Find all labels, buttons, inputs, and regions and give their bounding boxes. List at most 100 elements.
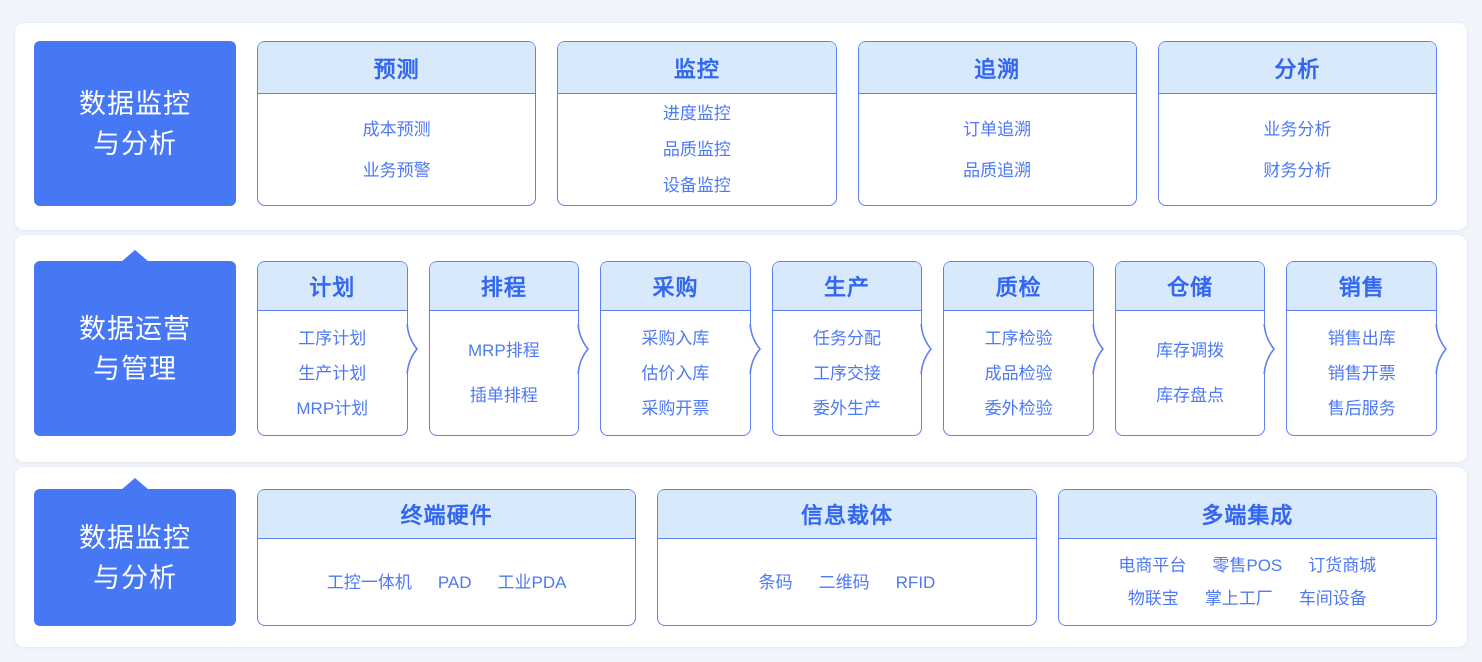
card-title: 终端硬件 <box>258 490 636 539</box>
card-body: 电商平台 零售POS 订货商城物联宝 掌上工厂 车间设备 <box>1059 539 1436 625</box>
card-item-line: 电商平台 零售POS 订货商城 <box>1118 556 1376 575</box>
card-item: MRP计划 <box>296 398 369 418</box>
card-body: 条码 二维码 RFID <box>658 539 1035 625</box>
card-item: 插单排程 <box>469 386 538 405</box>
card-title: 监控 <box>558 42 836 94</box>
card-item: 条码 <box>758 572 793 592</box>
card-item: 库存调拨 <box>1156 341 1225 360</box>
card-item: 零售POS <box>1212 556 1283 575</box>
row-label-text: 与管理 <box>93 353 177 384</box>
card-item: 委外检验 <box>984 398 1053 418</box>
card-title: 仓储 <box>1115 262 1265 311</box>
row-label-2: 数据运营与管理 <box>34 261 236 436</box>
card-item: 销售出库 <box>1327 328 1396 348</box>
row-label-text: 与分析 <box>93 562 177 593</box>
card-body: 订单追溯品质追溯 <box>859 94 1136 205</box>
card-body: 工序计划生产计划 MRP计划 <box>258 311 407 435</box>
card-item: 电商平台 <box>1118 556 1187 575</box>
card-body: MRP排程插单排程 <box>430 311 579 435</box>
card-item: 库存盘点 <box>1156 386 1225 405</box>
card-item: 生产计划 <box>298 363 367 383</box>
cards-row-3: 终端硬件工控一体机 PAD 工业PDA 信息裁体条码 二维码 RFID 多端集成电商平台 零售… <box>257 489 1437 647</box>
row-label-text: 与分析 <box>93 128 177 159</box>
card-body: 业务分析财务分析 <box>1159 94 1436 205</box>
card-item: 采购开票 <box>641 398 710 418</box>
card-title: 信息裁体 <box>658 490 1036 539</box>
card-item: PAD <box>437 572 472 592</box>
card-item: 采购入库 <box>641 328 710 348</box>
card-item: 掌上工厂 <box>1204 589 1273 608</box>
card-body: 进度监控品质监控设备监控 <box>558 94 835 205</box>
card-item: 财务分析 <box>1263 160 1332 180</box>
card-r3-c1: 终端硬件工控一体机 PAD 工业PDA <box>257 489 637 626</box>
card-title: 排程 <box>429 262 579 311</box>
row-label-1: 数据监控与分析 <box>34 41 236 206</box>
card-item: 品质追溯 <box>963 160 1032 180</box>
card-item: 工序检验 <box>984 328 1053 348</box>
card-r1-c1: 预测成本预测业务预警 <box>257 41 537 206</box>
card-item: 委外生产 <box>813 398 882 418</box>
card-item: 二维码 <box>818 572 870 592</box>
card-r2-c5: 质检工序检验成品检验委外检验 <box>943 261 1104 436</box>
row-label-text: 数据监控 <box>79 88 191 119</box>
card-body: 工序检验成品检验委外检验 <box>944 311 1093 435</box>
row-label-text: 数据监控 <box>79 522 191 553</box>
card-item-line: 物联宝 掌上工厂 车间设备 <box>1128 589 1367 608</box>
card-title: 质检 <box>944 262 1093 311</box>
card-item: 品质监控 <box>662 140 731 159</box>
card-item: 工序计划 <box>298 328 367 348</box>
card-item: 物联宝 <box>1127 589 1179 608</box>
card-title: 分析 <box>1158 42 1436 94</box>
cards-row-1: 预测成本预测业务预警监控进度监控品质监控设备监控追溯订单追溯品质追溯分析业务分析… <box>257 41 1437 230</box>
card-body: 销售出库销售开票售后服务 <box>1287 311 1436 435</box>
card-body: 任务分配工序交接委外生产 <box>773 311 922 435</box>
card-title: 销售 <box>1287 262 1437 311</box>
card-item: MRP排程 <box>467 341 540 360</box>
card-r3-c3: 多端集成电商平台 零售POS 订货商城物联宝 掌上工厂 车间设备 <box>1057 489 1437 626</box>
card-item: 任务分配 <box>813 328 882 348</box>
card-title: 预测 <box>258 42 536 94</box>
row-label-text: 数据运营 <box>79 313 191 344</box>
card-title: 追溯 <box>858 42 1136 94</box>
card-item: 车间设备 <box>1298 589 1367 608</box>
card-item: 成本预测 <box>362 119 431 139</box>
card-r2-c3: 采购采购入库估价入库采购开票 <box>600 261 761 436</box>
card-title: 采购 <box>601 262 750 311</box>
card-r2-c1: 计划工序计划生产计划 MRP计划 <box>257 261 418 436</box>
card-item: 售后服务 <box>1327 398 1396 418</box>
card-item: 销售开票 <box>1327 363 1396 383</box>
card-r2-c4: 生产任务分配工序交接委外生产 <box>771 261 933 436</box>
card-title: 计划 <box>258 262 407 311</box>
feature-diagram: 数据监控与分析预测成本预测业务预警监控进度监控品质监控设备监控追溯订单追溯品质追… <box>0 22 1482 648</box>
card-body: 库存调拨库存盘点 <box>1116 311 1265 435</box>
card-item: 工序交接 <box>813 363 882 383</box>
card-item: 工业PDA <box>497 572 567 592</box>
card-body: 成本预测业务预警 <box>258 94 535 205</box>
card-r2-c7: 销售销售出库销售开票售后服务 <box>1286 261 1448 436</box>
card-title: 生产 <box>772 262 922 311</box>
card-item: 设备监控 <box>662 176 731 195</box>
card-item: RFID <box>895 572 936 592</box>
row-panel-1: 数据监控与分析预测成本预测业务预警监控进度监控品质监控设备监控追溯订单追溯品质追… <box>14 22 1468 231</box>
card-r3-c2: 信息裁体条码 二维码 RFID <box>657 489 1037 626</box>
card-body: 工控一体机 PAD 工业PDA <box>258 539 635 625</box>
card-r1-c3: 追溯订单追溯品质追溯 <box>857 41 1137 206</box>
card-title: 多端集成 <box>1058 490 1436 539</box>
card-r2-c6: 仓储库存调拨库存盘点 <box>1114 261 1276 436</box>
card-item: 工控一体机 <box>326 572 412 592</box>
card-body: 采购入库估价入库采购开票 <box>601 311 750 435</box>
card-item: 成品检验 <box>984 363 1053 383</box>
card-item: 订单追溯 <box>963 119 1032 139</box>
card-item: 订货商城 <box>1308 556 1377 575</box>
row-label-3: 数据监控与分析 <box>34 489 236 626</box>
card-r1-c4: 分析业务分析财务分析 <box>1157 41 1437 206</box>
card-item-line: 条码 二维码 RFID <box>759 573 936 592</box>
card-item: 估价入库 <box>641 363 710 383</box>
card-item: 业务分析 <box>1263 119 1332 139</box>
card-item: 业务预警 <box>362 160 431 180</box>
card-item: 进度监控 <box>662 104 731 123</box>
